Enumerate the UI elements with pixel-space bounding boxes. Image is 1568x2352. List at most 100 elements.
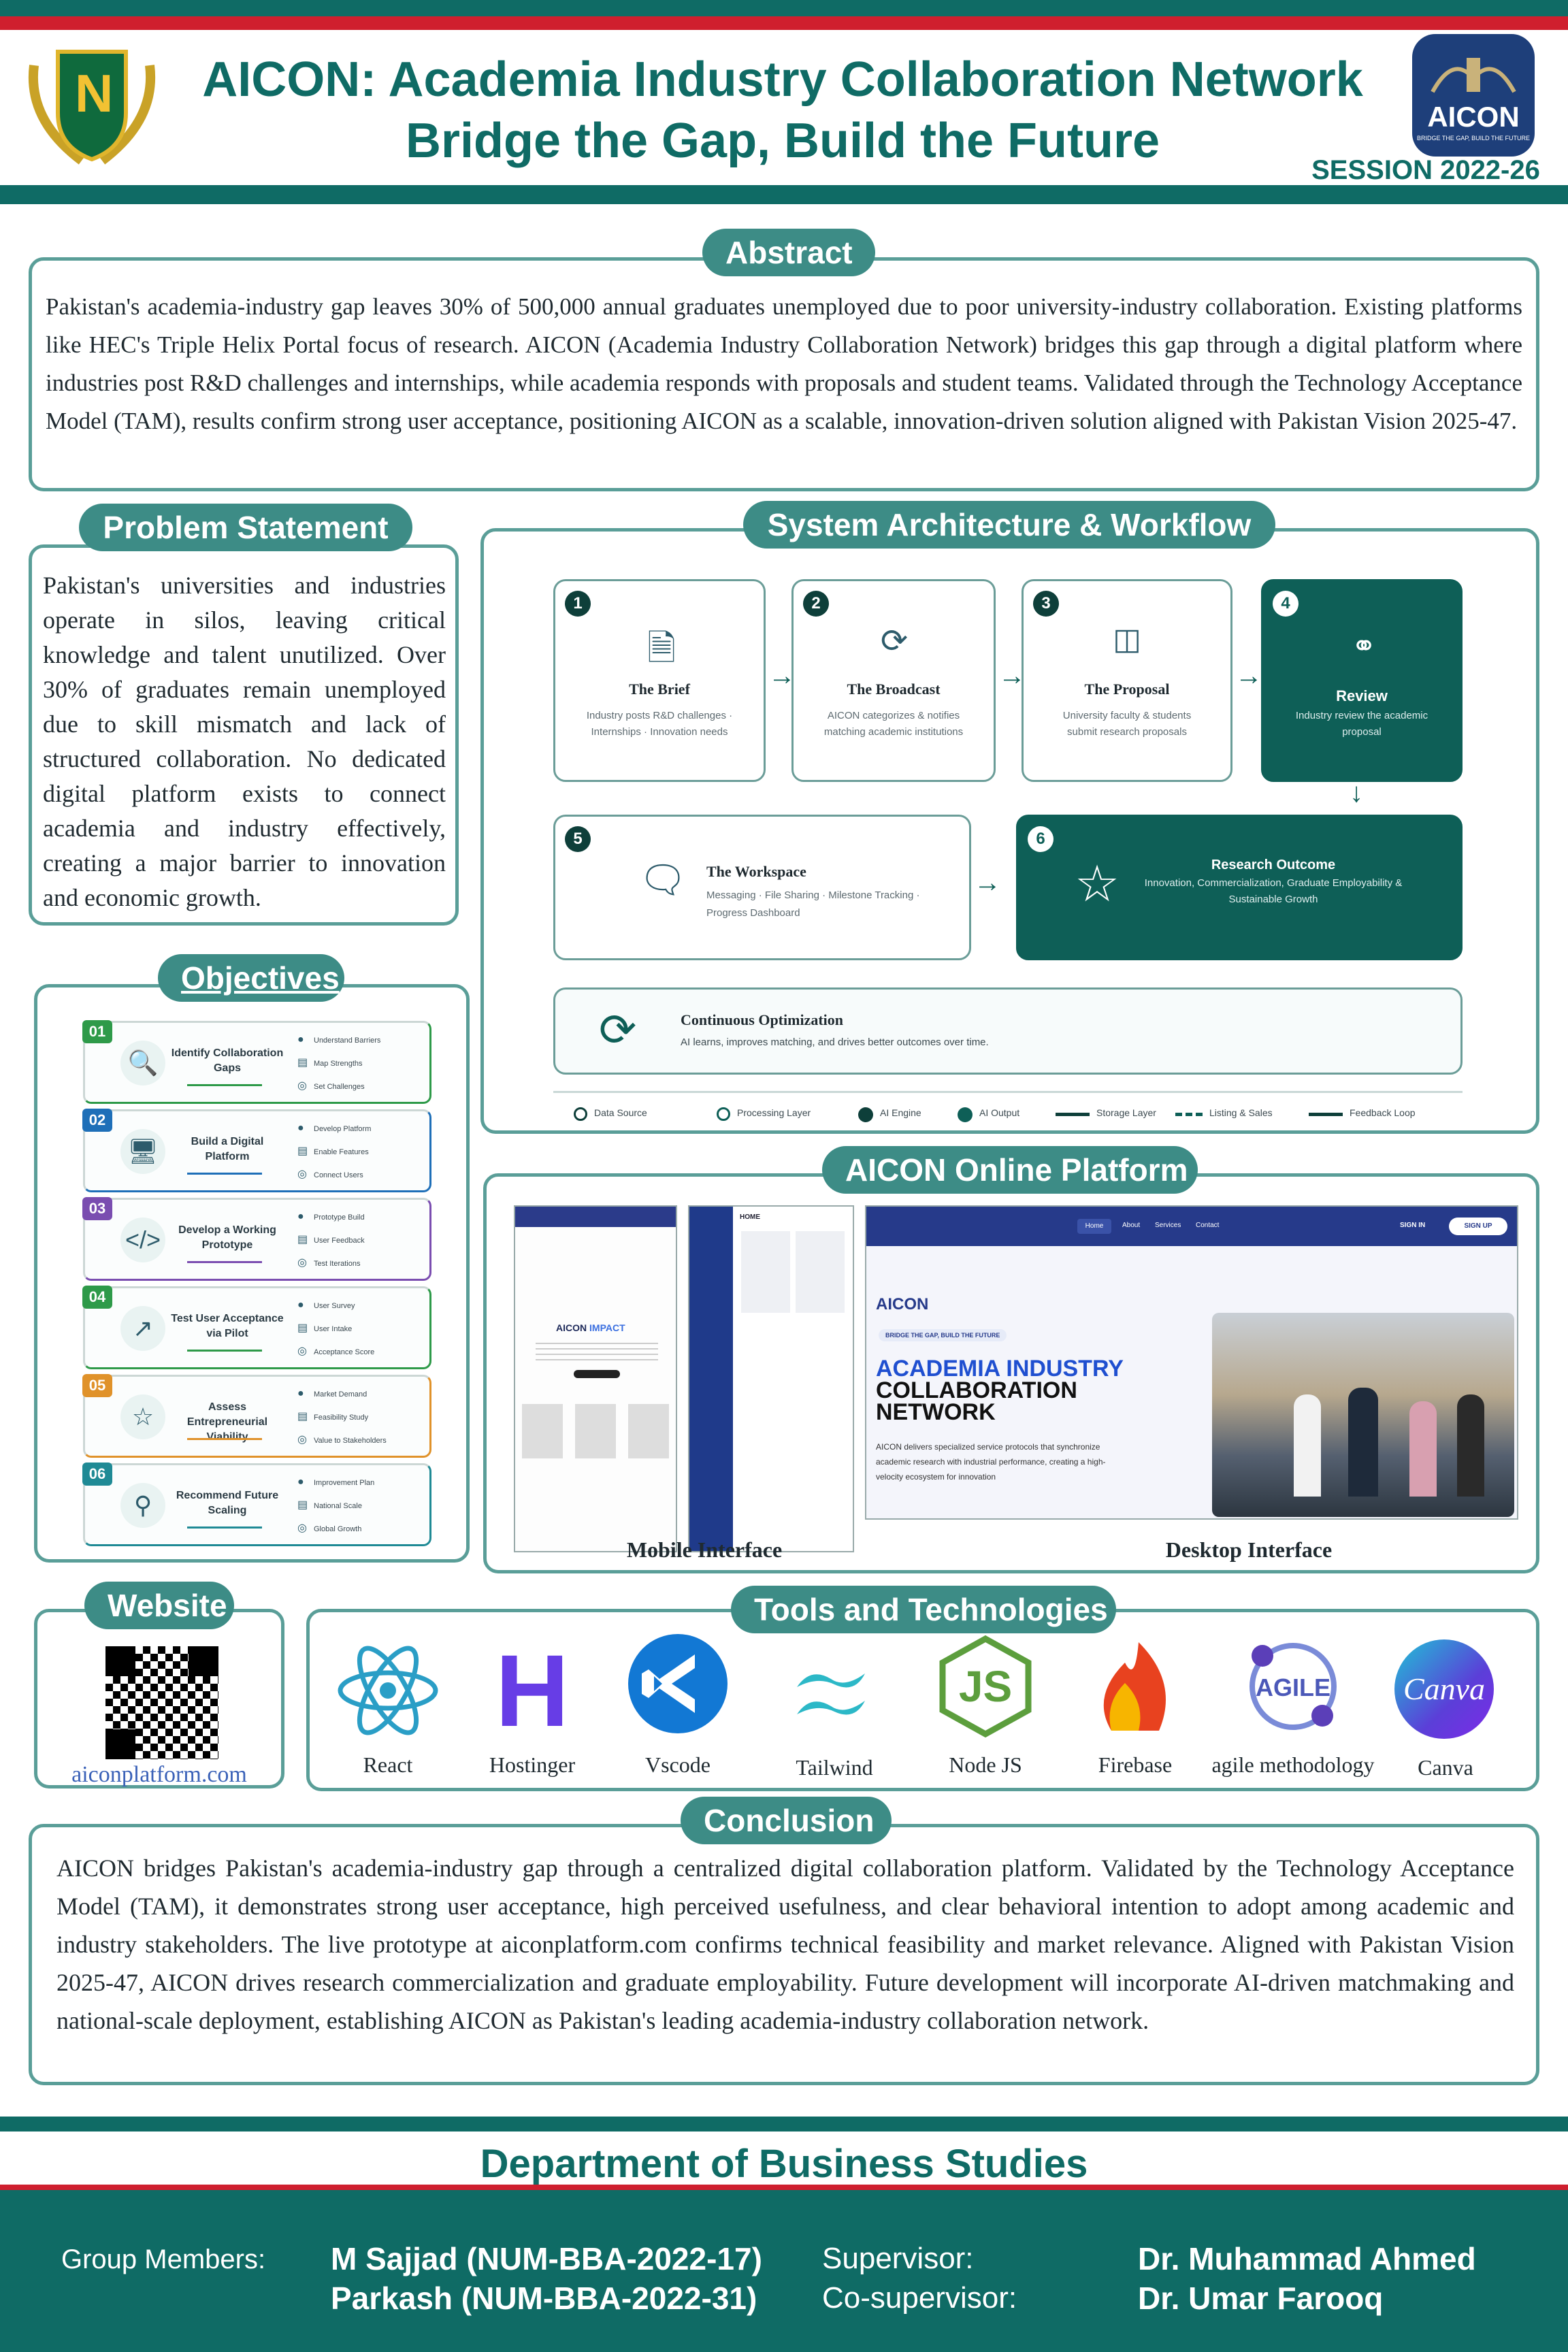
bar-chart-icon: ▤ xyxy=(297,1322,308,1334)
objective-point-text: Enable Features xyxy=(314,1148,369,1156)
step-number: 2 xyxy=(803,591,829,617)
objective-point-text: Test Iterations xyxy=(314,1260,361,1268)
objective-point: ●Understand Barriers xyxy=(297,1028,427,1051)
objective-points: ●Prototype Build ▤ User Feedback ◎ Test Iter… xyxy=(297,1205,427,1275)
conclusion-heading: Conclusion xyxy=(681,1797,892,1844)
legend-item: AI Engine xyxy=(880,1107,921,1118)
objective-point-text: User Feedback xyxy=(314,1237,365,1245)
objective-point: ●Prototype Build xyxy=(297,1205,427,1228)
team-search-icon: 🔍 xyxy=(120,1041,165,1085)
website-qr-code[interactable] xyxy=(105,1646,218,1759)
objective-point: ▤ User Feedback xyxy=(297,1228,427,1252)
objective-point-text: Develop Platform xyxy=(314,1125,372,1133)
people-icon: ● xyxy=(297,1476,304,1488)
step-number: 4 xyxy=(1273,591,1298,617)
legend-divider xyxy=(553,1091,1463,1093)
code-icon: </> xyxy=(120,1218,165,1262)
aicon-logo-text: AICON xyxy=(1427,101,1520,133)
desktop-nav-about[interactable]: About xyxy=(1122,1222,1141,1229)
photo-person xyxy=(1457,1394,1484,1497)
legend-marker-hollow xyxy=(574,1107,587,1121)
objective-point: ●Market Demand xyxy=(297,1382,427,1405)
objectives-heading: Objectives xyxy=(158,954,344,1002)
legend-marker-solid xyxy=(858,1107,873,1122)
objective-point-text: Improvement Plan xyxy=(314,1479,375,1487)
desktop-interface-label: Desktop Interface xyxy=(1165,1537,1333,1562)
legend-item: Listing & Sales xyxy=(1209,1107,1273,1118)
header-top-stripe xyxy=(0,0,1568,16)
objective-name: Build a Digital Platform xyxy=(191,1136,264,1162)
objective-point: ◎Connect Users xyxy=(297,1163,427,1186)
objective-point: ▤Map Strengths xyxy=(297,1051,427,1075)
problem-heading: Problem Statement xyxy=(79,504,412,551)
bar-chart-icon: ▤ xyxy=(297,1145,308,1157)
desktop-nav-home[interactable]: Home xyxy=(1077,1219,1111,1234)
platform-heading: AICON Online Platform xyxy=(822,1146,1198,1194)
mobile-text-lines xyxy=(536,1343,658,1363)
problem-text: Pakistan's universities and industries o… xyxy=(43,572,446,911)
desktop-nav-services[interactable]: Services xyxy=(1155,1222,1181,1229)
target-icon: ◎ xyxy=(297,1169,307,1180)
abstract-panel: Pakistan's academia-industry gap leaves … xyxy=(29,257,1539,491)
arrow-right-icon: → xyxy=(768,661,796,691)
objective-card: 02🖥Build a Digital Platform●Develop Plat… xyxy=(82,1109,431,1192)
bar-chart-icon: ▤ xyxy=(297,1234,308,1245)
desktop-nav-contact[interactable]: Contact xyxy=(1196,1222,1220,1229)
website-url-link[interactable]: aiconplatform.com xyxy=(71,1762,247,1787)
objective-point: ◎Acceptance Score xyxy=(297,1340,427,1363)
objective-card: 01🔍Identify Collaboration Gaps●Understan… xyxy=(82,1020,431,1104)
legend-item: AI Output xyxy=(979,1107,1020,1118)
star-icon: ☆ xyxy=(120,1394,165,1439)
canva-icon: Canva xyxy=(1394,1639,1497,1742)
nodejs-glyph: JS xyxy=(958,1662,1013,1711)
conclusion-text: AICON bridges Pakistan's academia-indust… xyxy=(56,1855,1514,2034)
step-number: 3 xyxy=(1033,591,1059,617)
desktop-signin-link[interactable]: SIGN IN xyxy=(1400,1222,1426,1229)
people-icon: ● xyxy=(297,1299,304,1311)
step-title: Review xyxy=(1336,687,1388,704)
footer-band xyxy=(0,2190,1568,2352)
mobile-sidebar-title: HOME xyxy=(740,1213,760,1221)
optimization-description: AI learns, improves matching, and drives… xyxy=(681,1036,989,1048)
step-description-1: Industry posts R&D challenges · xyxy=(586,710,733,721)
problem-panel: Pakistan's universities and industries o… xyxy=(29,544,459,926)
desktop-screenshot: Home About Services Contact SIGN IN SIGN… xyxy=(865,1205,1518,1520)
objective-point-text: Market Demand xyxy=(314,1390,368,1399)
step-description-2: proposal xyxy=(1342,726,1382,738)
objective-point: ● Improvement Plan xyxy=(297,1471,427,1494)
objective-point-text: Set Challenges xyxy=(314,1083,365,1091)
objective-underline xyxy=(187,1261,262,1263)
objective-card: 03</>Develop a Working Prototype●Prototy… xyxy=(82,1197,431,1281)
mobile-heading-b: IMPACT xyxy=(589,1322,625,1333)
target-icon: ◎ xyxy=(297,1257,307,1269)
mobile-screenshot-dashboard: HOME xyxy=(688,1205,854,1552)
legend-item: Storage Layer xyxy=(1096,1107,1156,1118)
step-title: The Broadcast xyxy=(847,681,941,698)
step-title: The Workspace xyxy=(706,863,806,880)
objective-points: ●Understand Barriers▤Map Strengths◎Set C… xyxy=(297,1028,427,1098)
supervisor-name: Dr. Muhammad Ahmed xyxy=(1138,2241,1476,2276)
location-pin-icon: ⚲ xyxy=(120,1483,165,1528)
step-title: The Brief xyxy=(629,681,690,698)
workflow-step-5: 5 🗨 The Workspace Messaging · File Shari… xyxy=(553,815,971,960)
member-2: Parkash (NUM-BBA-2022-31) xyxy=(331,2281,757,2316)
objective-point-text: Value to Stakeholders xyxy=(314,1437,387,1445)
star-icon: ☆ xyxy=(1074,855,1120,912)
target-icon: ◎ xyxy=(297,1522,307,1534)
mobile-heading: AICON IMPACT xyxy=(556,1322,638,1333)
objective-point: ▤National Scale xyxy=(297,1494,427,1517)
poster-subtitle: Bridge the Gap, Build the Future xyxy=(405,114,1160,168)
mobile-cta-button[interactable] xyxy=(574,1370,620,1378)
hostinger-glyph: H xyxy=(495,1633,570,1748)
aicon-logo-tagline: BRIDGE THE GAP, BUILD THE FUTURE xyxy=(1416,135,1531,142)
header-red-stripe xyxy=(0,16,1568,30)
mobile-navbar xyxy=(515,1207,676,1227)
architecture-heading: System Architecture & Workflow xyxy=(743,501,1275,549)
objective-point: ●User Survey xyxy=(297,1294,427,1317)
step-number: 6 xyxy=(1028,826,1054,852)
photo-person xyxy=(1294,1394,1321,1497)
supervisor-label: Supervisor: xyxy=(822,2242,974,2275)
architecture-panel: 1 🗎 The Brief Industry posts R&D challen… xyxy=(480,528,1539,1134)
header-bottom-stripe xyxy=(0,185,1568,204)
desktop-signup-button[interactable]: SIGN UP xyxy=(1449,1218,1507,1235)
